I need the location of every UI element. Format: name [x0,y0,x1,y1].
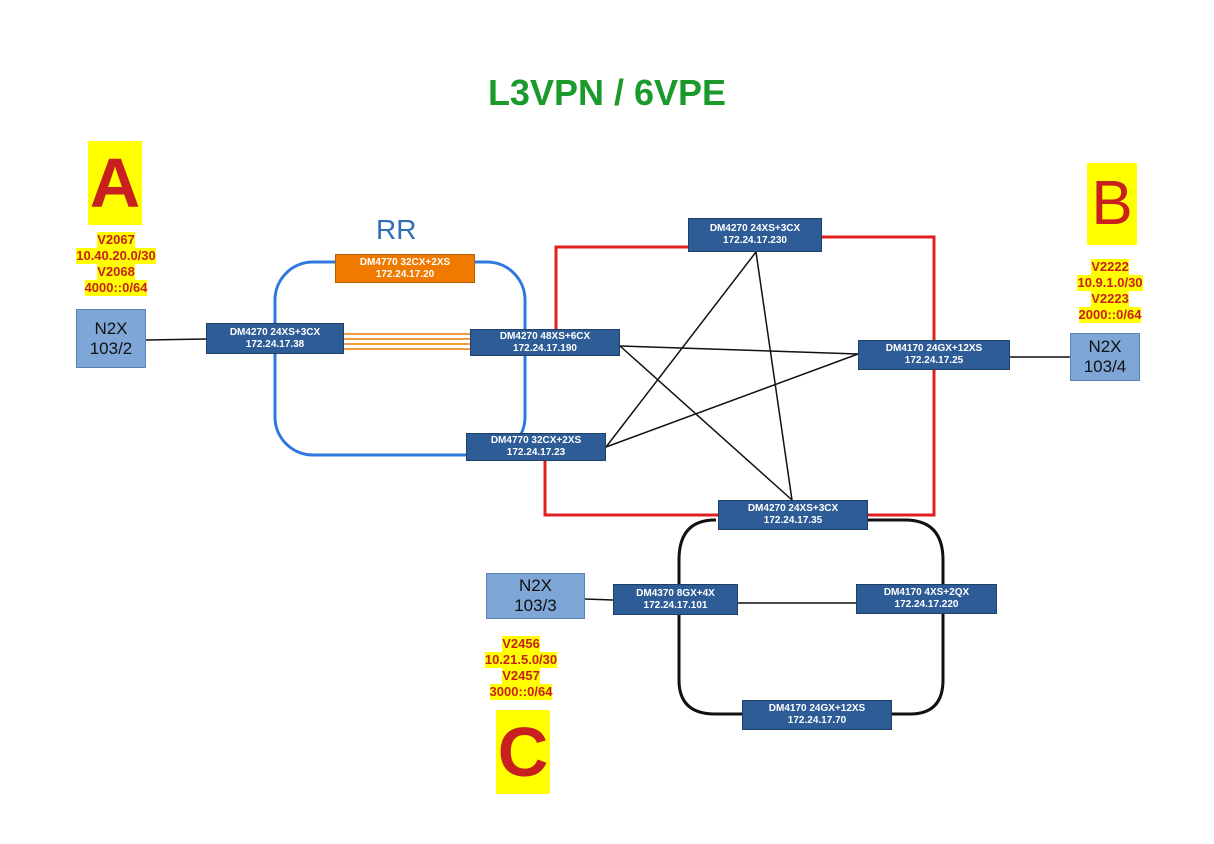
site-c-vlan-v4: V2456 [502,636,540,652]
core-ring-link [822,235,936,517]
core-ring-link [543,460,718,517]
n2x-port-a[interactable]: N2X 103/2 [76,309,146,368]
core-mesh-link [619,345,793,501]
site-c-letter: C [496,710,550,794]
site-c-info: V2456 10.21.5.0/30 V2457 3000::0/64 [441,636,601,700]
router-ip: 172.24.17.101 [643,599,708,611]
router-172-24-17-70[interactable]: DM4170 24GX+12XS 172.24.17.70 [742,700,892,730]
core-mesh-link [755,251,793,501]
site-c-vlan-v6: V2457 [502,668,540,684]
router-ip: 172.24.17.70 [787,715,847,726]
router-172-24-17-38[interactable]: DM4270 24XS+3CX 172.24.17.38 [206,323,344,354]
router-model: DM4270 24XS+3CX [229,326,321,338]
router-ip: 172.24.17.20 [375,268,435,280]
router-model: DM4270 24XS+3CX [747,503,839,514]
site-a-subnet-v4: 10.40.20.0/30 [76,248,156,264]
router-model: DM4170 24GX+12XS [768,703,866,714]
n2x-name: N2X [1088,337,1122,356]
router-ip: 172.24.17.190 [513,342,577,354]
access-ring [677,518,945,716]
site-c-subnet-v6: 3000::0/64 [489,684,553,700]
site-b-vlan-v4: V2222 [1091,259,1129,275]
site-b-vlan-v6: V2223 [1091,291,1129,307]
n2x-port: 103/4 [1083,357,1127,376]
router-model: DM4270 48XS+6CX [499,330,591,342]
site-b-subnet-v4: 10.9.1.0/30 [1077,275,1143,291]
router-172-24-17-23[interactable]: DM4770 32CX+2XS 172.24.17.23 [466,433,606,461]
router-ip: 172.24.17.230 [723,235,787,246]
router-model: DM4170 24GX+12XS [885,343,983,354]
router-172-24-17-25[interactable]: DM4170 24GX+12XS 172.24.17.25 [858,340,1010,370]
site-a-vlan-v4: V2067 [97,232,135,248]
site-a-info: V2067 10.40.20.0/30 V2068 4000::0/64 [36,232,196,296]
router-ip: 172.24.17.25 [904,355,964,366]
diagram-title: L3VPN / 6VPE [487,72,727,113]
router-172-24-17-230[interactable]: DM4270 24XS+3CX 172.24.17.230 [688,218,822,252]
n2x-name: N2X [518,576,553,595]
site-b-letter: B [1087,163,1137,245]
n2x-link [584,598,614,601]
router-172-24-17-20[interactable]: DM4770 32CX+2XS 172.24.17.20 [335,254,475,283]
router-172-24-17-35[interactable]: DM4270 24XS+3CX 172.24.17.35 [718,500,868,530]
site-a-subnet-v6: 4000::0/64 [84,280,148,296]
router-172-24-17-190[interactable]: DM4270 48XS+6CX 172.24.17.190 [470,329,620,356]
site-a-vlan-v6: V2068 [97,264,135,280]
router-model: DM4170 4XS+2QX [883,587,970,598]
n2x-port: 103/3 [514,596,557,615]
core-ring-link [554,245,688,342]
core-mesh-link [605,353,859,448]
n2x-link [145,338,207,341]
core-mesh-link [619,345,859,355]
core-mesh-link [605,251,757,448]
site-b-subnet-v6: 2000::0/64 [1078,307,1142,323]
site-b-info: V2222 10.9.1.0/30 V2223 2000::0/64 [1030,259,1190,323]
router-model: DM4270 24XS+3CX [709,223,801,234]
rr-label: RR [376,214,417,245]
router-model: DM4370 8GX+4X [636,587,715,599]
router-172-24-17-220[interactable]: DM4170 4XS+2QX 172.24.17.220 [856,584,997,614]
router-ip: 172.24.17.220 [894,599,959,610]
n2x-port: 103/2 [89,338,133,358]
router-model: DM4770 32CX+2XS [490,435,582,446]
n2x-name: N2X [94,318,128,338]
router-ip: 172.24.17.38 [245,338,305,350]
site-c-subnet-v4: 10.21.5.0/30 [484,652,558,668]
router-ip: 172.24.17.23 [506,447,566,458]
router-model: DM4770 32CX+2XS [359,256,451,268]
router-ip: 172.24.17.35 [763,515,823,526]
n2x-port-c[interactable]: N2X 103/3 [486,573,585,619]
router-172-24-17-101[interactable]: DM4370 8GX+4X 172.24.17.101 [613,584,738,615]
rr-ring [273,260,527,457]
n2x-port-b[interactable]: N2X 103/4 [1070,333,1140,381]
site-a-letter: A [88,141,142,225]
